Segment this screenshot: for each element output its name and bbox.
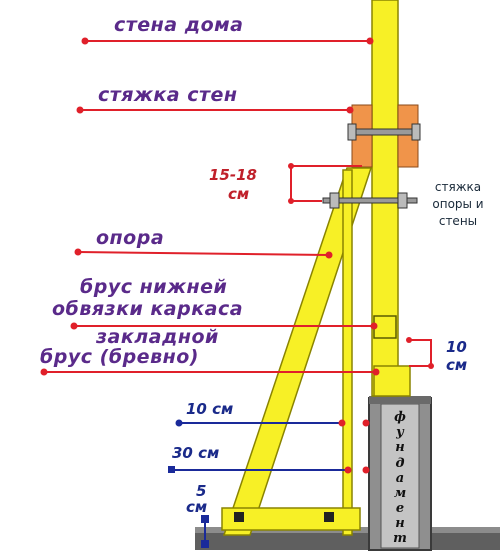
leader-frame-dot-l bbox=[70, 322, 78, 330]
dim-top-dot-b bbox=[288, 198, 294, 204]
dim-5cm-marker-top bbox=[201, 515, 209, 523]
wall-tie-bolt-head-r bbox=[411, 123, 421, 141]
leader-embedded-dot-r bbox=[372, 368, 380, 376]
leader-wall-tie-dot-r bbox=[346, 106, 354, 114]
leader-support-dot-l bbox=[74, 248, 82, 256]
dim-10cm-dot-l bbox=[175, 419, 183, 427]
foundation-letter-7: е bbox=[395, 501, 405, 516]
leader-wall-tie-dot-l bbox=[76, 106, 84, 114]
support-tie-head-l bbox=[329, 192, 340, 209]
dim-10cm-dot-found bbox=[362, 419, 370, 427]
support-tie-head-r bbox=[397, 192, 408, 209]
label-embedded-2: брус (бревно) bbox=[40, 346, 199, 368]
dim-top-bracket bbox=[290, 166, 322, 202]
label-gap-top-unit: см bbox=[228, 185, 250, 203]
foundation-letter-2: у bbox=[396, 425, 404, 440]
leader-support-dot-r bbox=[325, 251, 333, 259]
foundation-letter-8: н bbox=[395, 516, 405, 531]
support-outer bbox=[222, 167, 373, 536]
dim-10cm-dot-r bbox=[338, 419, 346, 427]
label-embedded-1: закладной bbox=[96, 326, 219, 348]
leader-embedded-dot-l bbox=[40, 368, 48, 376]
dim-5cm-marker-bot bbox=[201, 540, 209, 548]
foundation-letter-9: т bbox=[393, 531, 407, 546]
foundation-letter-4: д bbox=[395, 456, 405, 471]
leader-frame-dot-r bbox=[370, 322, 378, 330]
label-support: опора bbox=[96, 227, 165, 249]
dim-mid-dot-b bbox=[428, 363, 434, 369]
leader-support bbox=[77, 251, 330, 256]
dim-30cm-dot-found bbox=[362, 466, 370, 474]
leader-wall-dot-l bbox=[81, 37, 89, 45]
foundation-top bbox=[369, 396, 431, 404]
wall-tie-bolt bbox=[349, 128, 421, 136]
foundation-letter-3: н bbox=[395, 440, 405, 455]
support-stud-left bbox=[234, 512, 244, 522]
label-frame-beam-2: обвязки каркаса bbox=[52, 298, 244, 320]
dim-mid-dot-a bbox=[406, 337, 412, 343]
label-house-wall: стена дома bbox=[114, 14, 244, 36]
label-gap-mid: 10 bbox=[446, 338, 467, 356]
label-dim-5: 5 bbox=[196, 482, 207, 500]
label-dim-30cm: 30 см bbox=[172, 444, 220, 462]
support-stud-right bbox=[324, 512, 334, 522]
support-inner bbox=[342, 169, 353, 536]
label-dim-5-unit: см bbox=[186, 498, 208, 516]
label-wall-tie: стяжка стен bbox=[98, 84, 238, 106]
label-support-tie-line1: стяжка bbox=[434, 180, 482, 194]
dim-mid-bracket bbox=[409, 339, 432, 367]
label-gap-top: 15-18 bbox=[209, 166, 257, 184]
dim-30cm-marker bbox=[168, 466, 175, 473]
leader-wall-dot-r bbox=[366, 37, 374, 45]
label-support-tie-line2: опоры и bbox=[432, 197, 484, 211]
embedded-beam bbox=[373, 365, 411, 397]
foundation-letter-6: м bbox=[393, 486, 407, 501]
foundation-letter-5: а bbox=[395, 471, 405, 486]
wall-tie-bolt-head-l bbox=[347, 123, 357, 141]
foundation-letter-1: ф bbox=[394, 410, 406, 425]
label-support-tie-line3: стены bbox=[438, 214, 478, 228]
label-gap-mid-unit: см bbox=[446, 356, 468, 374]
dim-30cm-dot-r bbox=[344, 466, 352, 474]
label-frame-beam-1: брус нижней bbox=[80, 276, 228, 298]
dim-top-dot-a bbox=[288, 163, 294, 169]
label-dim-10cm: 10 см bbox=[186, 400, 234, 418]
label-support-tie: стяжка опоры и стены bbox=[416, 179, 500, 230]
support-tie-bolt bbox=[322, 197, 418, 204]
